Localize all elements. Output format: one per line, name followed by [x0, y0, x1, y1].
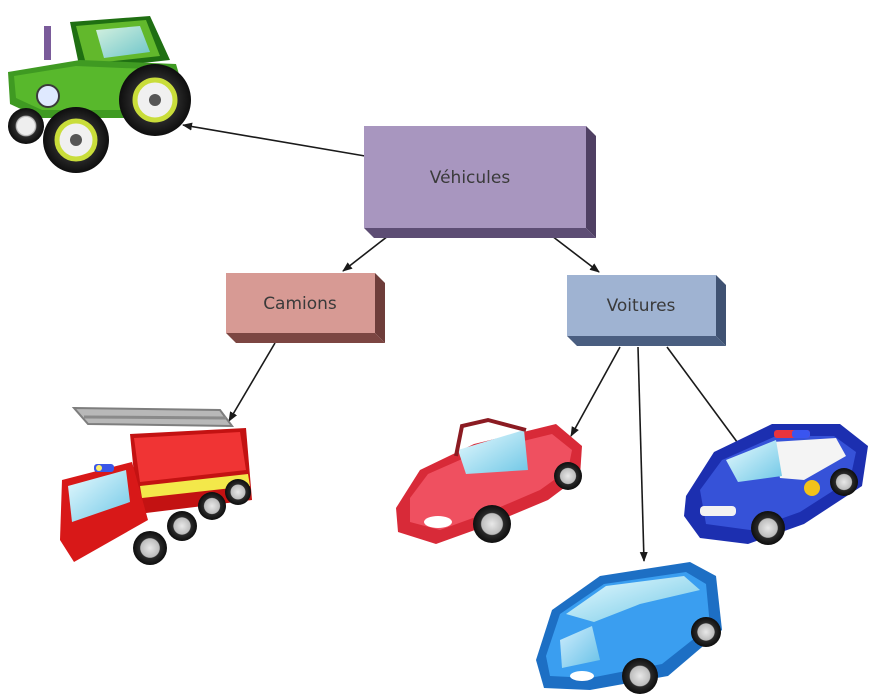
node-voitures-face — [567, 275, 716, 336]
node-vehicules-label: Véhicules — [430, 168, 511, 188]
tractor-icon — [8, 16, 191, 173]
edge-root-cars — [551, 235, 600, 273]
node-camions-label: Camions — [263, 294, 337, 314]
node-voitures-label: Voitures — [607, 296, 676, 316]
edge-cars-police — [666, 346, 744, 451]
connectors — [182, 122, 744, 562]
node-camions-face — [226, 273, 375, 333]
police-car-icon — [684, 424, 868, 545]
edge-root-trucks — [342, 235, 389, 272]
node-vehicules-face — [364, 126, 586, 228]
convertible-car-icon — [396, 417, 582, 544]
edge-cars-convertible — [570, 346, 621, 437]
edge-trucks-firetruck — [228, 342, 276, 422]
edge-cars-minivan — [637, 346, 648, 562]
edge-root-tractor — [182, 122, 366, 157]
node-camions: Camions — [226, 273, 385, 343]
fire-truck-icon — [60, 406, 252, 565]
minivan-icon — [536, 562, 722, 694]
node-voitures: Voitures — [567, 275, 726, 346]
node-vehicules: Véhicules — [364, 126, 596, 238]
